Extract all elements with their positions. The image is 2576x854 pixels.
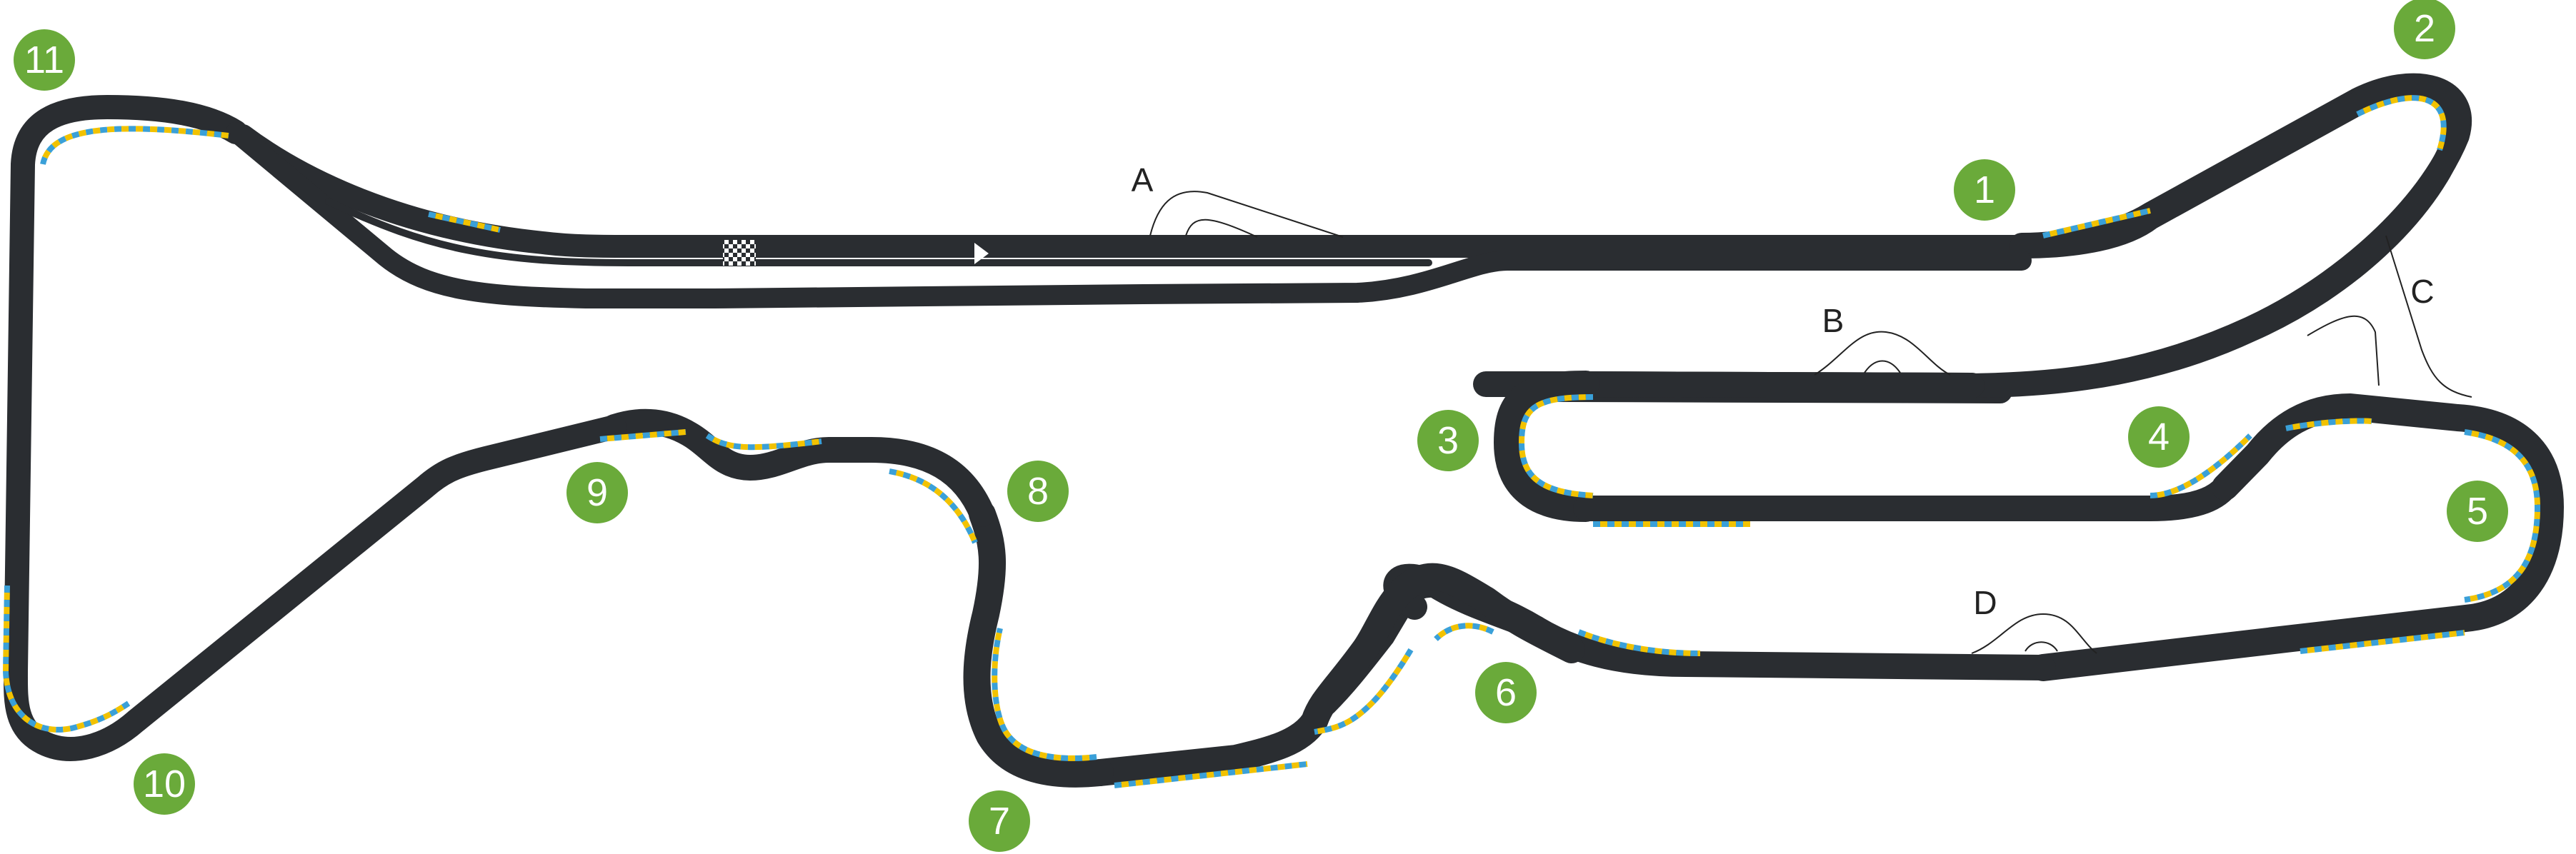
infield-connector [226,122,2032,308]
turn-11-section [4,95,248,683]
chicane-bypass-a [1149,191,1344,238]
turn-number: 2 [2414,7,2435,50]
turn-number: 4 [2148,416,2170,458]
chicane-bypass-b-inner [1864,360,1901,373]
back-straight-lower [1573,474,2238,521]
turn-number: 6 [1495,671,1517,714]
turn-marker: 8 [1007,461,1069,522]
start-finish-line [723,240,756,266]
checkered-flag-icon [723,240,756,266]
turn-marker: 1 [1954,159,2015,221]
turn-number: 10 [143,763,186,805]
turn-marker: 11 [14,29,75,91]
kerbs [3,95,2540,788]
direction-arrow [974,243,989,264]
turn-9-10-section [3,415,626,761]
chicane-bypass-b [1814,331,1951,376]
turn-number: 9 [586,471,608,514]
turn-1-2-section [1559,76,2470,398]
turn-number: 3 [1437,419,1459,462]
turn-marker: 10 [134,753,195,815]
turn-number: 11 [24,39,64,81]
chicane-label: A [1132,161,1154,199]
chicane-bypass-d-inner [2025,641,2058,652]
turn-7 [963,501,1114,788]
chicane-bypasses [1149,191,2472,654]
turn-number: 1 [1974,169,1995,211]
turn-number: 7 [989,800,1010,843]
turn-number: 8 [1027,470,1049,513]
turn-8 [601,408,995,527]
hairpin-3 [1494,371,1599,522]
chicane-bypass-d [1971,613,2097,654]
turn-4-5-section [2030,393,2564,681]
turn-marker: 5 [2447,481,2508,542]
turn-marker: 2 [2394,0,2455,59]
chicane-label: C [2410,273,2434,310]
turn-marker: 6 [1475,662,1537,723]
straight-to-6 [1312,571,2056,716]
turn-number: 5 [2467,490,2488,533]
inner-link [325,198,1432,266]
turn-marker: 3 [1417,410,1479,471]
chicane-bypass-c-upper [2307,315,2380,386]
turn-6-esses [1087,563,1585,786]
turn-markers: 1 2 3 4 5 6 7 8 9 10 11 [14,0,2508,852]
turn-marker: 4 [2128,406,2190,468]
turn-marker: 7 [969,790,1030,852]
chicane-labels: A B C D [1132,161,2435,621]
direction-arrow-icon [974,243,989,264]
chicane-label: B [1822,302,1844,339]
back-straight-upper [1573,371,1985,398]
chicane-label: D [1973,584,1997,621]
chicane-bypass-a-inner [1185,218,1258,238]
turn-marker: 9 [566,462,628,523]
track-layout [3,73,2564,788]
chicane-bypass-c [2385,235,2472,398]
